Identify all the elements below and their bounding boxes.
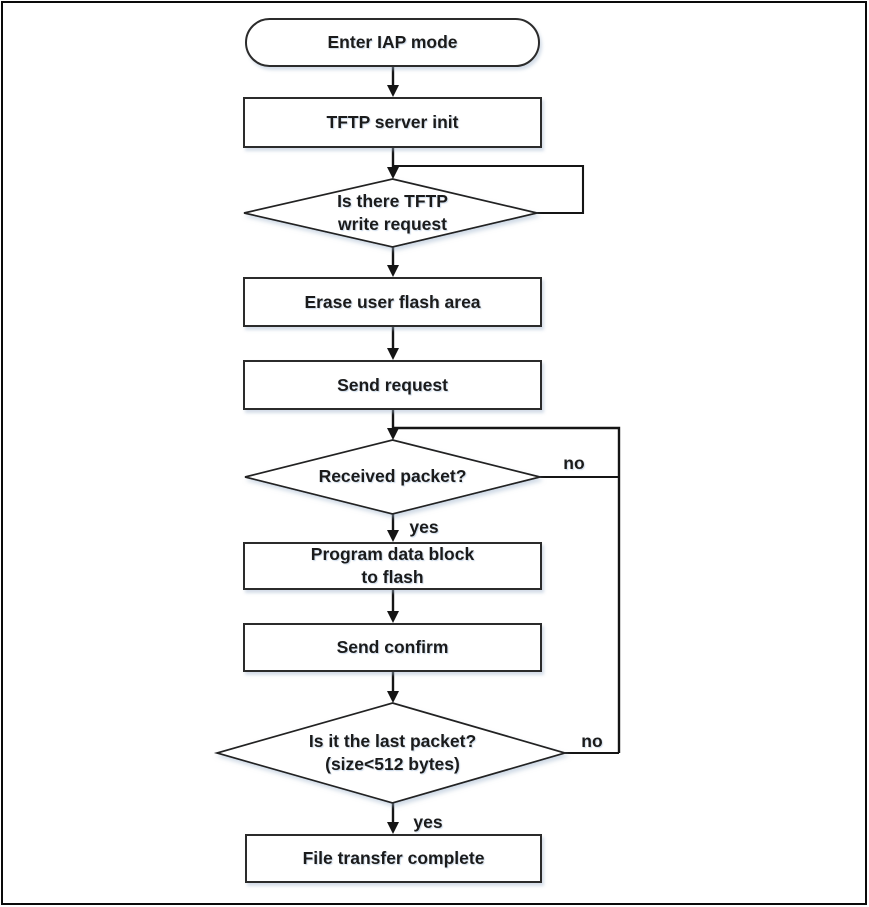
node-start: Enter IAP mode (245, 18, 540, 67)
label-received-no: no (563, 453, 585, 473)
arrowhead (387, 691, 399, 703)
node-tftp-init: TFTP server init (243, 97, 542, 148)
loop-no-return (393, 426, 621, 753)
node-write-request-line1: Is there TFTP (337, 191, 448, 211)
diamond-write-request (243, 178, 538, 248)
node-last-packet-label: Is it the last packet? (size<512 bytes) (272, 730, 513, 776)
arrowhead (387, 822, 399, 834)
node-tftp-init-label: TFTP server init (326, 112, 459, 132)
node-complete: File transfer complete (245, 834, 542, 883)
node-send-request: Send request (243, 360, 542, 410)
decision-shapes (213, 178, 569, 804)
diamond-received-packet (244, 439, 541, 515)
arrowhead (387, 611, 399, 623)
node-last-packet-line1: Is it the last packet? (308, 731, 477, 751)
node-erase-flash-label: Erase user flash area (304, 291, 481, 312)
arrowhead (387, 85, 399, 97)
arrowhead (387, 530, 399, 542)
arrowhead (387, 428, 399, 440)
node-start-label: Enter IAP mode (327, 32, 458, 52)
node-program-flash-line2: to flash (361, 567, 424, 587)
arrowhead (387, 265, 399, 277)
arrowhead (387, 167, 399, 179)
arrowhead (387, 348, 399, 360)
node-erase-flash: Erase user flash area (243, 277, 542, 327)
label-last-no: no (581, 731, 603, 751)
node-program-flash: Program data block to flash (243, 542, 542, 590)
node-write-request-line2: write request (338, 214, 447, 234)
loop-writereq-wait (393, 164, 585, 215)
arrowheads (387, 85, 399, 834)
label-last-yes: yes (413, 812, 443, 832)
node-send-request-label: Send request (337, 374, 448, 395)
label-received-yes: yes (409, 517, 439, 537)
node-send-confirm: Send confirm (243, 623, 542, 672)
node-complete-label: File transfer complete (302, 848, 485, 868)
node-program-flash-line1: Program data block (310, 544, 475, 564)
node-write-request-label: Is there TFTP write request (282, 190, 503, 236)
node-last-packet-line2: (size<512 bytes) (325, 754, 460, 774)
node-send-confirm-label: Send confirm (336, 637, 449, 657)
node-received-packet-label: Received packet? (282, 465, 503, 488)
node-received-packet-line1: Received packet? (318, 466, 467, 486)
diamond-last-packet (213, 702, 569, 804)
edges (391, 67, 621, 826)
